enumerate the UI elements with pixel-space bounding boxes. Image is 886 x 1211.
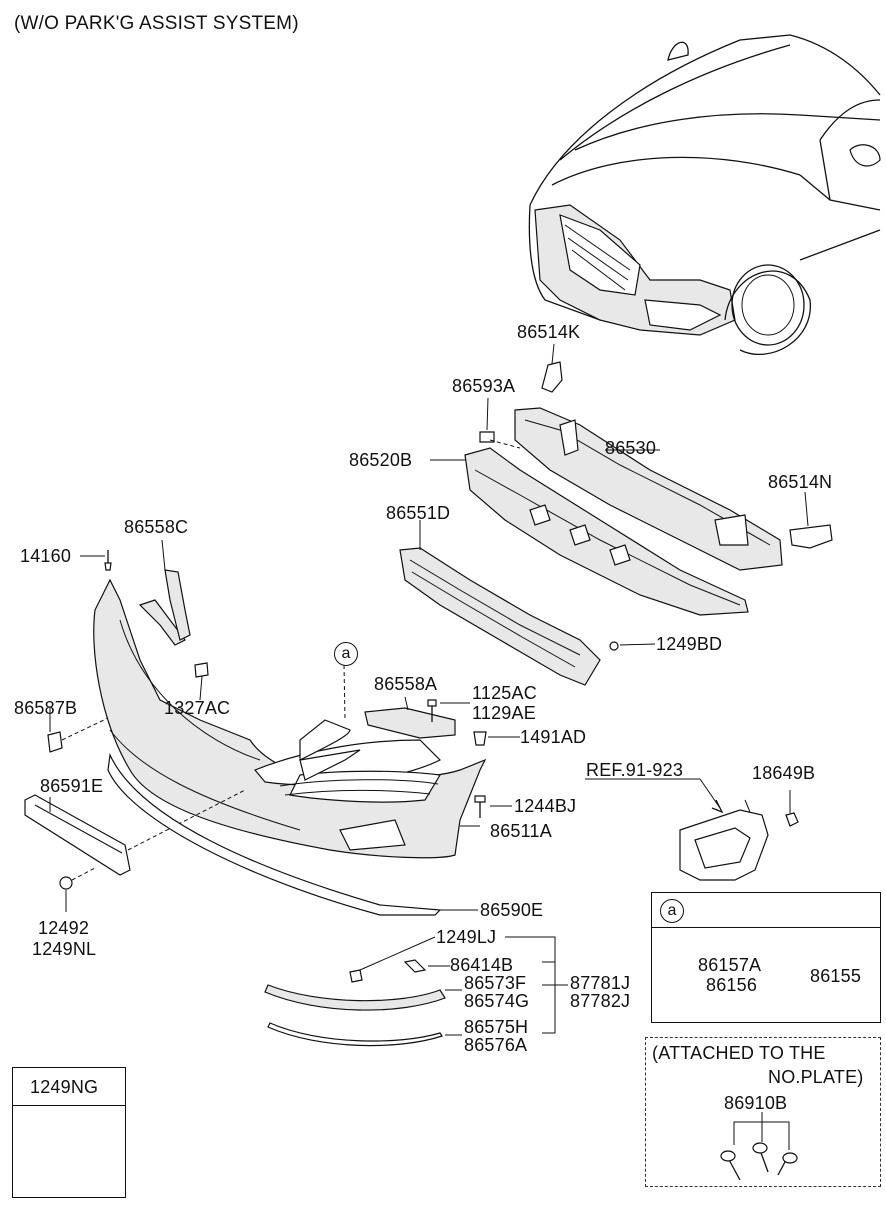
- part-label-86575H[interactable]: 86575H: [464, 1017, 529, 1037]
- part-label-86591E[interactable]: 86591E: [40, 776, 104, 796]
- inset-a-marker: a: [660, 899, 684, 923]
- part-label-86520B[interactable]: 86520B: [349, 450, 413, 470]
- license-plate-bracket-86591E: [24, 794, 131, 876]
- lower-grille-86551D: [399, 547, 601, 686]
- part-label-86593A[interactable]: 86593A: [452, 376, 516, 396]
- part-label-86530[interactable]: 86530: [605, 438, 657, 458]
- inset-a-box: a: [651, 892, 881, 1023]
- bolt-set-86910B: [720, 1112, 798, 1181]
- part-label-86576A[interactable]: 86576A: [464, 1035, 528, 1055]
- energy-absorber-86520B: [464, 447, 749, 616]
- part-label-86587B[interactable]: 86587B: [14, 698, 78, 718]
- part-label-86156[interactable]: 86156: [706, 975, 758, 995]
- part-label-86574G[interactable]: 86574G: [464, 991, 530, 1011]
- part-label-14160[interactable]: 14160: [20, 546, 72, 566]
- part-label-86155[interactable]: 86155: [810, 966, 862, 986]
- part-label-18649B[interactable]: 18649B: [752, 763, 816, 783]
- attached-note-line1: (ATTACHED TO THE: [652, 1043, 826, 1063]
- attached-plate-box: [645, 1037, 881, 1187]
- part-label-86511A[interactable]: 86511A: [490, 821, 552, 841]
- attached-note-line2: NO.PLATE): [768, 1067, 864, 1087]
- part-label-86514K[interactable]: 86514K: [517, 322, 581, 342]
- part-label-86157A[interactable]: 86157A: [698, 955, 762, 975]
- part-label-86558C[interactable]: 86558C: [124, 517, 189, 537]
- part-label-1327AC[interactable]: 1327AC: [164, 698, 231, 718]
- part-label-1244BJ[interactable]: 1244BJ: [514, 796, 577, 816]
- diagram-title: (W/O PARK'G ASSIST SYSTEM): [14, 13, 299, 34]
- reference-label[interactable]: REF.91-923: [586, 760, 684, 780]
- part-label-1249NG[interactable]: 1249NG: [30, 1077, 99, 1097]
- part-label-87781J[interactable]: 87781J: [570, 973, 631, 993]
- part-label-1125AC[interactable]: 1125AC: [472, 683, 537, 703]
- part-label-1249NL[interactable]: 1249NL: [32, 939, 97, 959]
- bolt-1249NG-box: [12, 1067, 126, 1198]
- part-label-12492[interactable]: 12492: [38, 918, 90, 938]
- car-illustration: [528, 34, 881, 355]
- part-label-1249BD[interactable]: 1249BD: [656, 634, 723, 654]
- part-label-86414B[interactable]: 86414B: [450, 955, 514, 975]
- part-label-86551D[interactable]: 86551D: [386, 503, 451, 523]
- part-label-87782J[interactable]: 87782J: [570, 991, 631, 1011]
- callout-a-marker[interactable]: a: [334, 642, 358, 666]
- bumper-beam-86530: [514, 407, 783, 571]
- part-label-86910B[interactable]: 86910B: [724, 1093, 788, 1113]
- part-label-1129AE[interactable]: 1129AE: [472, 703, 536, 723]
- part-label-1249LJ[interactable]: 1249LJ: [436, 927, 497, 947]
- part-label-86573F[interactable]: 86573F: [464, 973, 527, 993]
- part-label-1491AD[interactable]: 1491AD: [520, 727, 587, 747]
- part-label-86558A[interactable]: 86558A: [374, 674, 438, 694]
- part-label-86590E[interactable]: 86590E: [480, 900, 544, 920]
- bracket-86514K: [541, 361, 563, 393]
- part-label-86514N[interactable]: 86514N: [768, 472, 833, 492]
